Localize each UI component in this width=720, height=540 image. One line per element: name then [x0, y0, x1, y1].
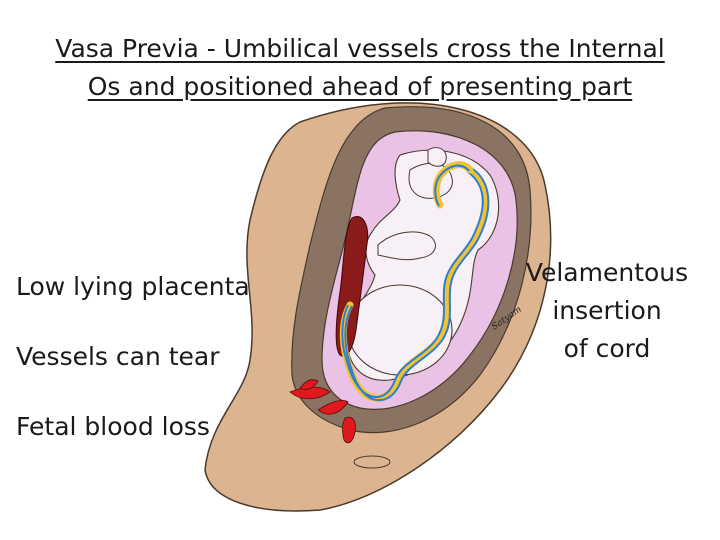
- blood-drop-2: [317, 400, 349, 415]
- label-velamentous-insertion: Velamentous insertion of cord: [522, 254, 692, 368]
- fetus-arm: [377, 231, 436, 261]
- title-line-2: Os and positioned ahead of presenting pa…: [87, 72, 633, 101]
- blood-drop-4: [299, 379, 319, 390]
- velamentous-line-2: insertion: [552, 296, 662, 325]
- umbilical-vessel-b: [344, 168, 490, 402]
- umbilical-vessel-a: [341, 171, 484, 399]
- blood-drop-3: [342, 416, 356, 444]
- diagram-title: Vasa Previa - Umbilical vessels cross th…: [0, 30, 720, 106]
- label-low-lying-placenta: Low lying placenta: [16, 272, 250, 301]
- fetus-foot: [427, 147, 447, 167]
- fetus-head: [347, 284, 453, 376]
- label-fetal-blood-loss: Fetal blood loss: [16, 412, 210, 441]
- label-vessels-can-tear: Vessels can tear: [16, 342, 220, 371]
- cord-loop-top-vessel: [434, 164, 470, 207]
- velamentous-line-1: Velamentous: [525, 258, 689, 287]
- velamentous-line-3: of cord: [563, 334, 651, 363]
- title-line-1: Vasa Previa - Umbilical vessels cross th…: [55, 34, 665, 63]
- cervical-os: [353, 455, 391, 469]
